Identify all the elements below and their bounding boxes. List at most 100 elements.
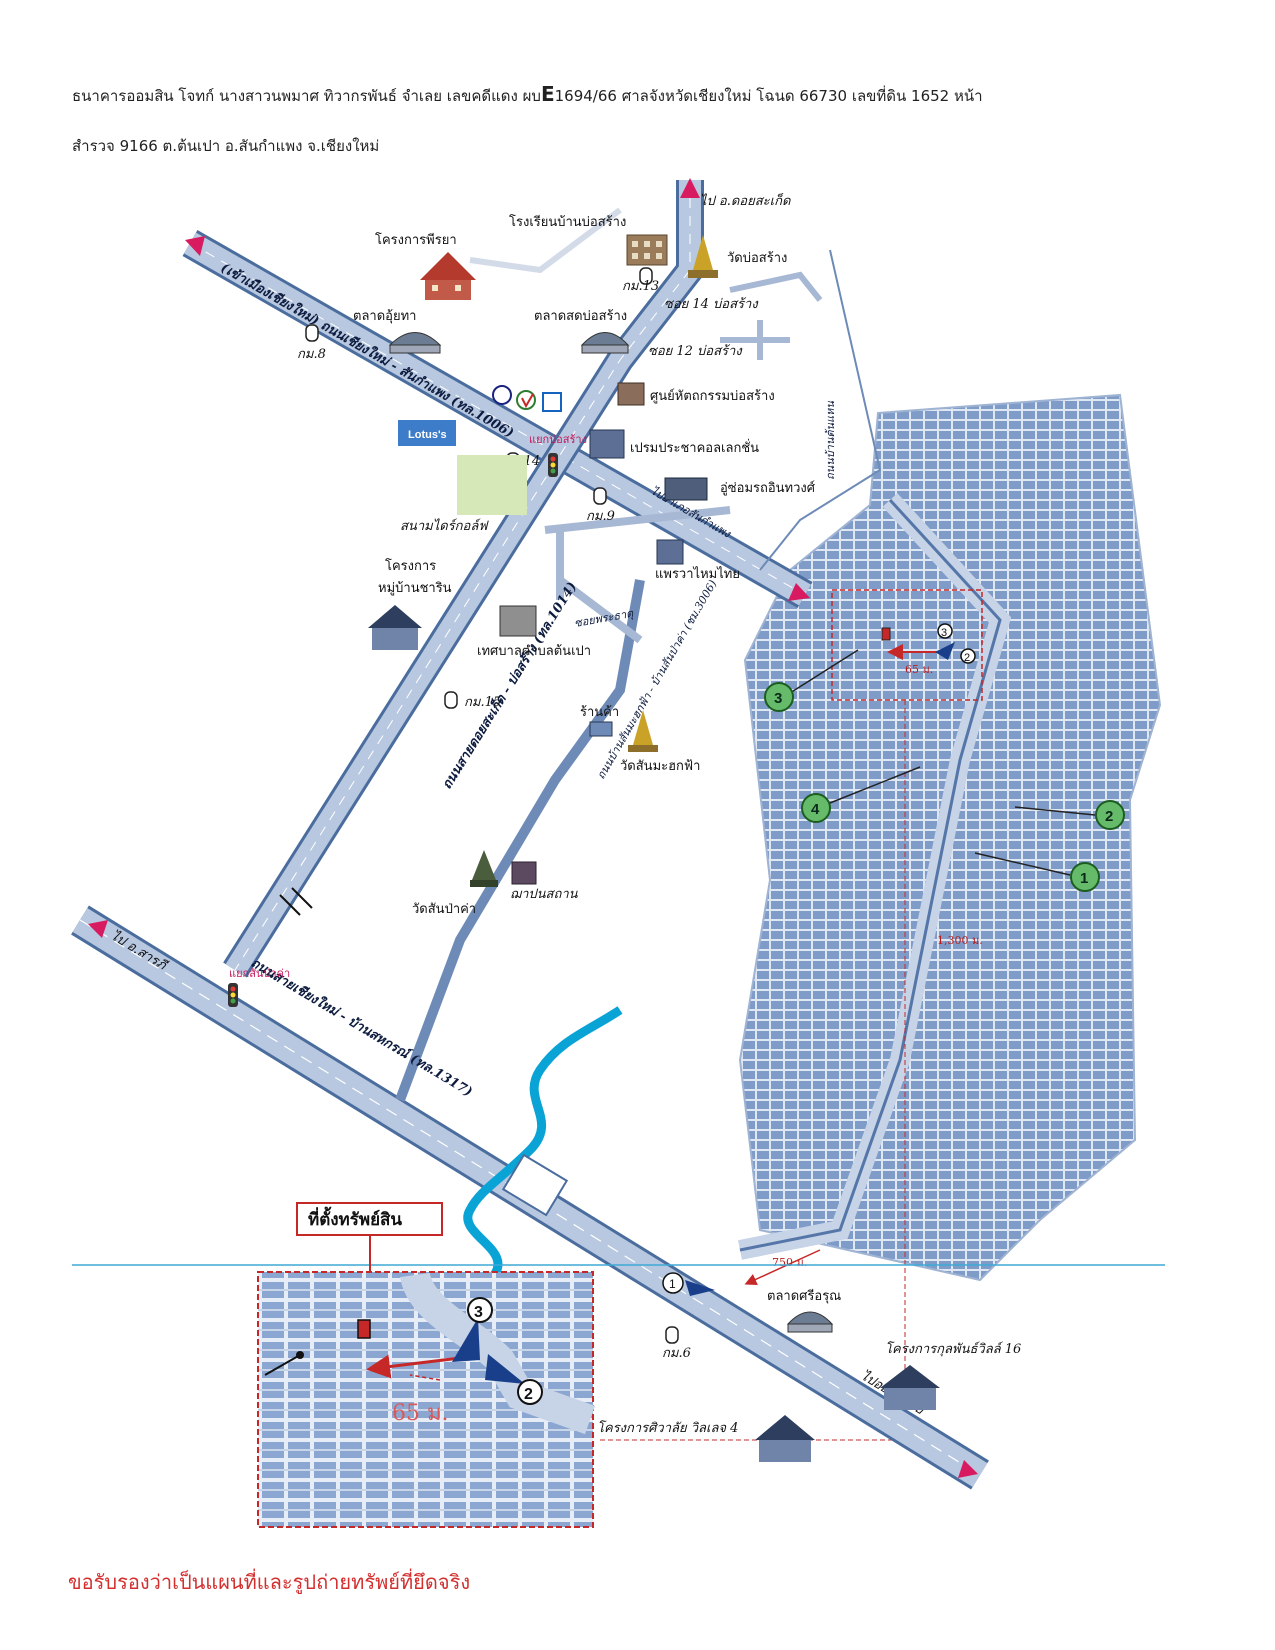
phiraya-icon xyxy=(420,252,476,300)
talat-sriroon-label: ตลาดศรีอรุณ xyxy=(767,1288,841,1304)
photo-marker-1 xyxy=(662,1272,684,1294)
kunphan-house-icon xyxy=(880,1365,940,1410)
shop-label: ร้านค้า xyxy=(580,705,619,720)
callout-4-circle xyxy=(801,793,831,823)
building-icon xyxy=(499,382,684,637)
traffic-light-icon xyxy=(228,453,558,1007)
handicraft-label: ศูนย์หัตถกรรมบ่อสร้าง xyxy=(650,388,775,404)
lotus-logo xyxy=(398,420,456,446)
photo-marker-2-label: 2 xyxy=(964,652,970,664)
km13-label: กม.13 xyxy=(622,279,659,294)
church-label: ฌาปนสถาน xyxy=(510,887,579,902)
callout-4-text: 4 xyxy=(811,801,820,818)
property-highlight-area xyxy=(831,589,983,701)
road-break-marker xyxy=(279,887,313,916)
callout-2-text: 2 xyxy=(1105,808,1113,825)
callout-3-circle xyxy=(764,682,794,712)
talat-bosang-label: ตลาดสดบ่อสร้าง xyxy=(534,309,627,324)
inset-marker-3-label: 3 xyxy=(474,1304,483,1321)
inset-marker-3 xyxy=(467,1297,493,1323)
header-part-b: 1694/66 ศาลจังหวัดเชียงใหม่ โฉนด 66730 เ… xyxy=(554,87,983,105)
inset-camera-2 xyxy=(485,1354,525,1384)
road-tonpao-line xyxy=(759,249,882,571)
property-label-text: ที่ตั้งทรัพย์สิน xyxy=(308,1206,402,1230)
callout-1-leader xyxy=(974,852,1071,876)
callout-2-leader xyxy=(1014,806,1096,816)
housing-village: 65 ม. 1,300 ม. 750 ม. 3 2 xyxy=(600,393,1162,1441)
distance-1300-label: 1,300 ม. xyxy=(937,934,983,947)
tessaban-label: เทศบาลตำบลต้นเปา xyxy=(477,644,591,659)
inset-distance-arrow xyxy=(366,1354,461,1379)
road-tonpao-label: ถนนบ้านต้นแหน xyxy=(824,401,837,480)
temple-icon xyxy=(688,235,718,278)
golf-icon xyxy=(457,455,527,515)
distance-arrow-750 xyxy=(744,1249,821,1285)
road-1014-center xyxy=(234,180,691,971)
distance-65-label: 65 ม. xyxy=(905,663,933,676)
bank-logos-icon xyxy=(492,385,562,412)
landmarks: โครงการพีรยา โรงเรียนบ้านบ่อสร้าง วัดบ่อ… xyxy=(228,214,1021,1462)
arrow-to-sankamphaeng xyxy=(788,583,810,601)
km6-label: กม.6 xyxy=(662,1346,691,1361)
road-phiraya xyxy=(469,207,622,274)
callout-4-leader xyxy=(829,766,921,804)
header-case-letter: E xyxy=(540,82,555,106)
photo-marker-2 xyxy=(960,648,976,664)
kunphan-label: โครงการกุลพันธ์วิลล์ 16 xyxy=(885,1341,1021,1357)
wat-bosang-label: วัดบ่อสร้าง xyxy=(727,251,787,266)
header-line-2: สำรวจ 9166 ต.ต้นเปา อ.สันกำแพง จ.เชียงให… xyxy=(72,137,380,155)
road-3006 xyxy=(395,579,645,1102)
road-1006-label: (เข้าเมืองเชียงใหม่) ถนนเชียงใหม่ - สันก… xyxy=(218,260,517,442)
km9-label: กม.9 xyxy=(586,509,615,524)
arrow-to-saraphi xyxy=(88,920,108,938)
siwalai-label: โครงการศิวาลัย วิลเลจ 4 xyxy=(597,1420,738,1436)
photo-marker-1-label: 1 xyxy=(669,1277,676,1291)
charin-house-icon xyxy=(368,605,422,650)
inset-road xyxy=(400,1271,596,1435)
wat-sanpaka-icon xyxy=(470,850,498,887)
inset-camera-3 xyxy=(452,1318,480,1362)
wat-sanmahakfa-label: วัดสันมะฮกฟ้า xyxy=(620,759,700,774)
inset-marker-2-label: 2 xyxy=(524,1386,533,1403)
callout-3-text: 3 xyxy=(774,690,782,707)
garage-icon xyxy=(664,477,708,501)
soi-14-roads xyxy=(720,271,823,360)
school-label: โรงเรียนบ้านบ่อสร้าง xyxy=(509,214,626,230)
local-roads xyxy=(544,506,731,644)
property-marker xyxy=(881,627,891,641)
callouts: 3 4 2 1 xyxy=(764,649,1125,892)
river xyxy=(463,1006,623,1284)
header-part-a: ธนาคารออมสิน โจทก์ นางสาวนพมาศ ทิวากรพัน… xyxy=(72,87,541,105)
callout-1-circle xyxy=(1070,862,1100,892)
certification-text: ขอรับรองว่าเป็นแผนที่และรูปถ่ายทรัพย์ที่… xyxy=(68,1570,471,1594)
wat-sanmahakfa-icon xyxy=(628,710,658,752)
siwalai-house-icon xyxy=(755,1415,815,1462)
callout-3-leader xyxy=(789,649,859,694)
prem-label: เปรมประชาคอลเลกชั่น xyxy=(630,439,759,456)
school-icon xyxy=(626,234,668,266)
golf-label: สนามไดร์กอล์ฟ xyxy=(400,518,489,534)
charin-label-2: หมู่บ้านชาริน xyxy=(378,581,452,596)
photo-1-arrow xyxy=(685,1280,715,1296)
arrow-to-onnuea xyxy=(958,1460,978,1478)
km8-label: กม.8 xyxy=(297,347,326,362)
inset-zoom-map: 65 ม. 3 2 xyxy=(257,1271,596,1528)
wat-sanpaka-label: วัดสันป่าค่า xyxy=(412,902,476,917)
soi-12-label: ซอย 12 บ่อสร้าง xyxy=(648,344,743,359)
inset-distance-label: 65 ม. xyxy=(392,1401,448,1426)
inset-leader-dot xyxy=(296,1351,304,1359)
to-doisaket-label: ไป อ.ดอยสะเก็ด xyxy=(700,192,791,209)
arrow-to-doisaket xyxy=(680,178,700,198)
bridge xyxy=(501,1153,569,1217)
callout-2-circle xyxy=(1095,800,1125,830)
callout-1-text: 1 xyxy=(1080,870,1088,887)
shop-icon xyxy=(589,721,613,737)
yaek-bosang-label: แยกบ่อสร้าง xyxy=(529,433,587,446)
photo-marker-3-label: 3 xyxy=(941,627,947,639)
church-icon xyxy=(511,861,537,885)
yaek-sanpaka-label: แยกสันป่าค่า xyxy=(229,967,290,980)
praewa-label: แพรวาไหมไทย xyxy=(655,566,740,582)
inset-dashed xyxy=(409,1374,441,1381)
phiraya-label: โครงการพีรยา xyxy=(375,232,457,248)
